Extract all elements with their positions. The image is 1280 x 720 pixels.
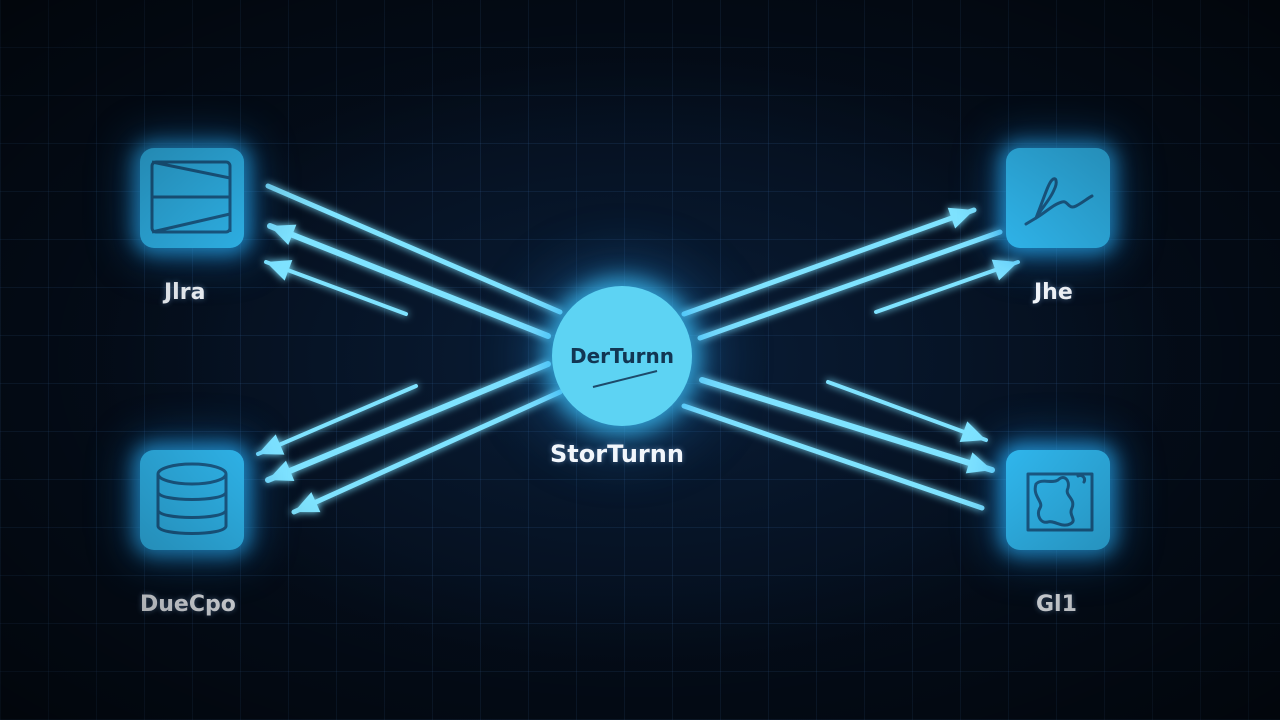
central-hub-node[interactable]: DerTurnn: [552, 286, 692, 426]
link-jhe-1-arrow: [681, 207, 977, 317]
duecpo-label: DueCpo: [140, 592, 236, 617]
link-gl1-2-arrowhead: [965, 452, 992, 474]
link-duecpo-1-line: [256, 384, 418, 456]
database-app-tile[interactable]: [140, 450, 244, 550]
link-jira-1-line: [265, 183, 563, 315]
link-gl1-1-arrow: [826, 380, 988, 443]
link-gl1-1-line: [826, 380, 988, 442]
signature-icon: [1024, 177, 1094, 226]
gl1-label: Gl1: [1036, 592, 1077, 617]
link-duecpo-2-arrow: [265, 361, 551, 483]
gl1-app-tile[interactable]: [1006, 450, 1110, 550]
hub-underline: [592, 370, 658, 388]
database-icon: [156, 462, 228, 535]
link-jira-3-arrow: [264, 260, 408, 316]
jhe-app-tile[interactable]: [1006, 148, 1110, 248]
link-jira-3-arrowhead: [266, 260, 293, 281]
hub-title: DerTurnn: [569, 344, 675, 368]
map-icon: [1026, 472, 1094, 532]
link-jhe-1-arrowhead: [947, 207, 974, 229]
link-jhe-3-arrowhead: [991, 259, 1018, 281]
panel-icon: [150, 160, 232, 234]
link-duecpo-1-arrow: [256, 384, 418, 456]
jhe-label: Jhe: [1034, 280, 1073, 305]
link-gl1-1-arrowhead: [959, 421, 986, 443]
jira-app-tile[interactable]: [140, 148, 244, 248]
link-jira-1-arrow: [265, 183, 563, 315]
link-jhe-1-line: [681, 207, 977, 317]
hub-caption: StorTurnn: [550, 440, 684, 468]
jira-label: Jlra: [164, 280, 206, 305]
